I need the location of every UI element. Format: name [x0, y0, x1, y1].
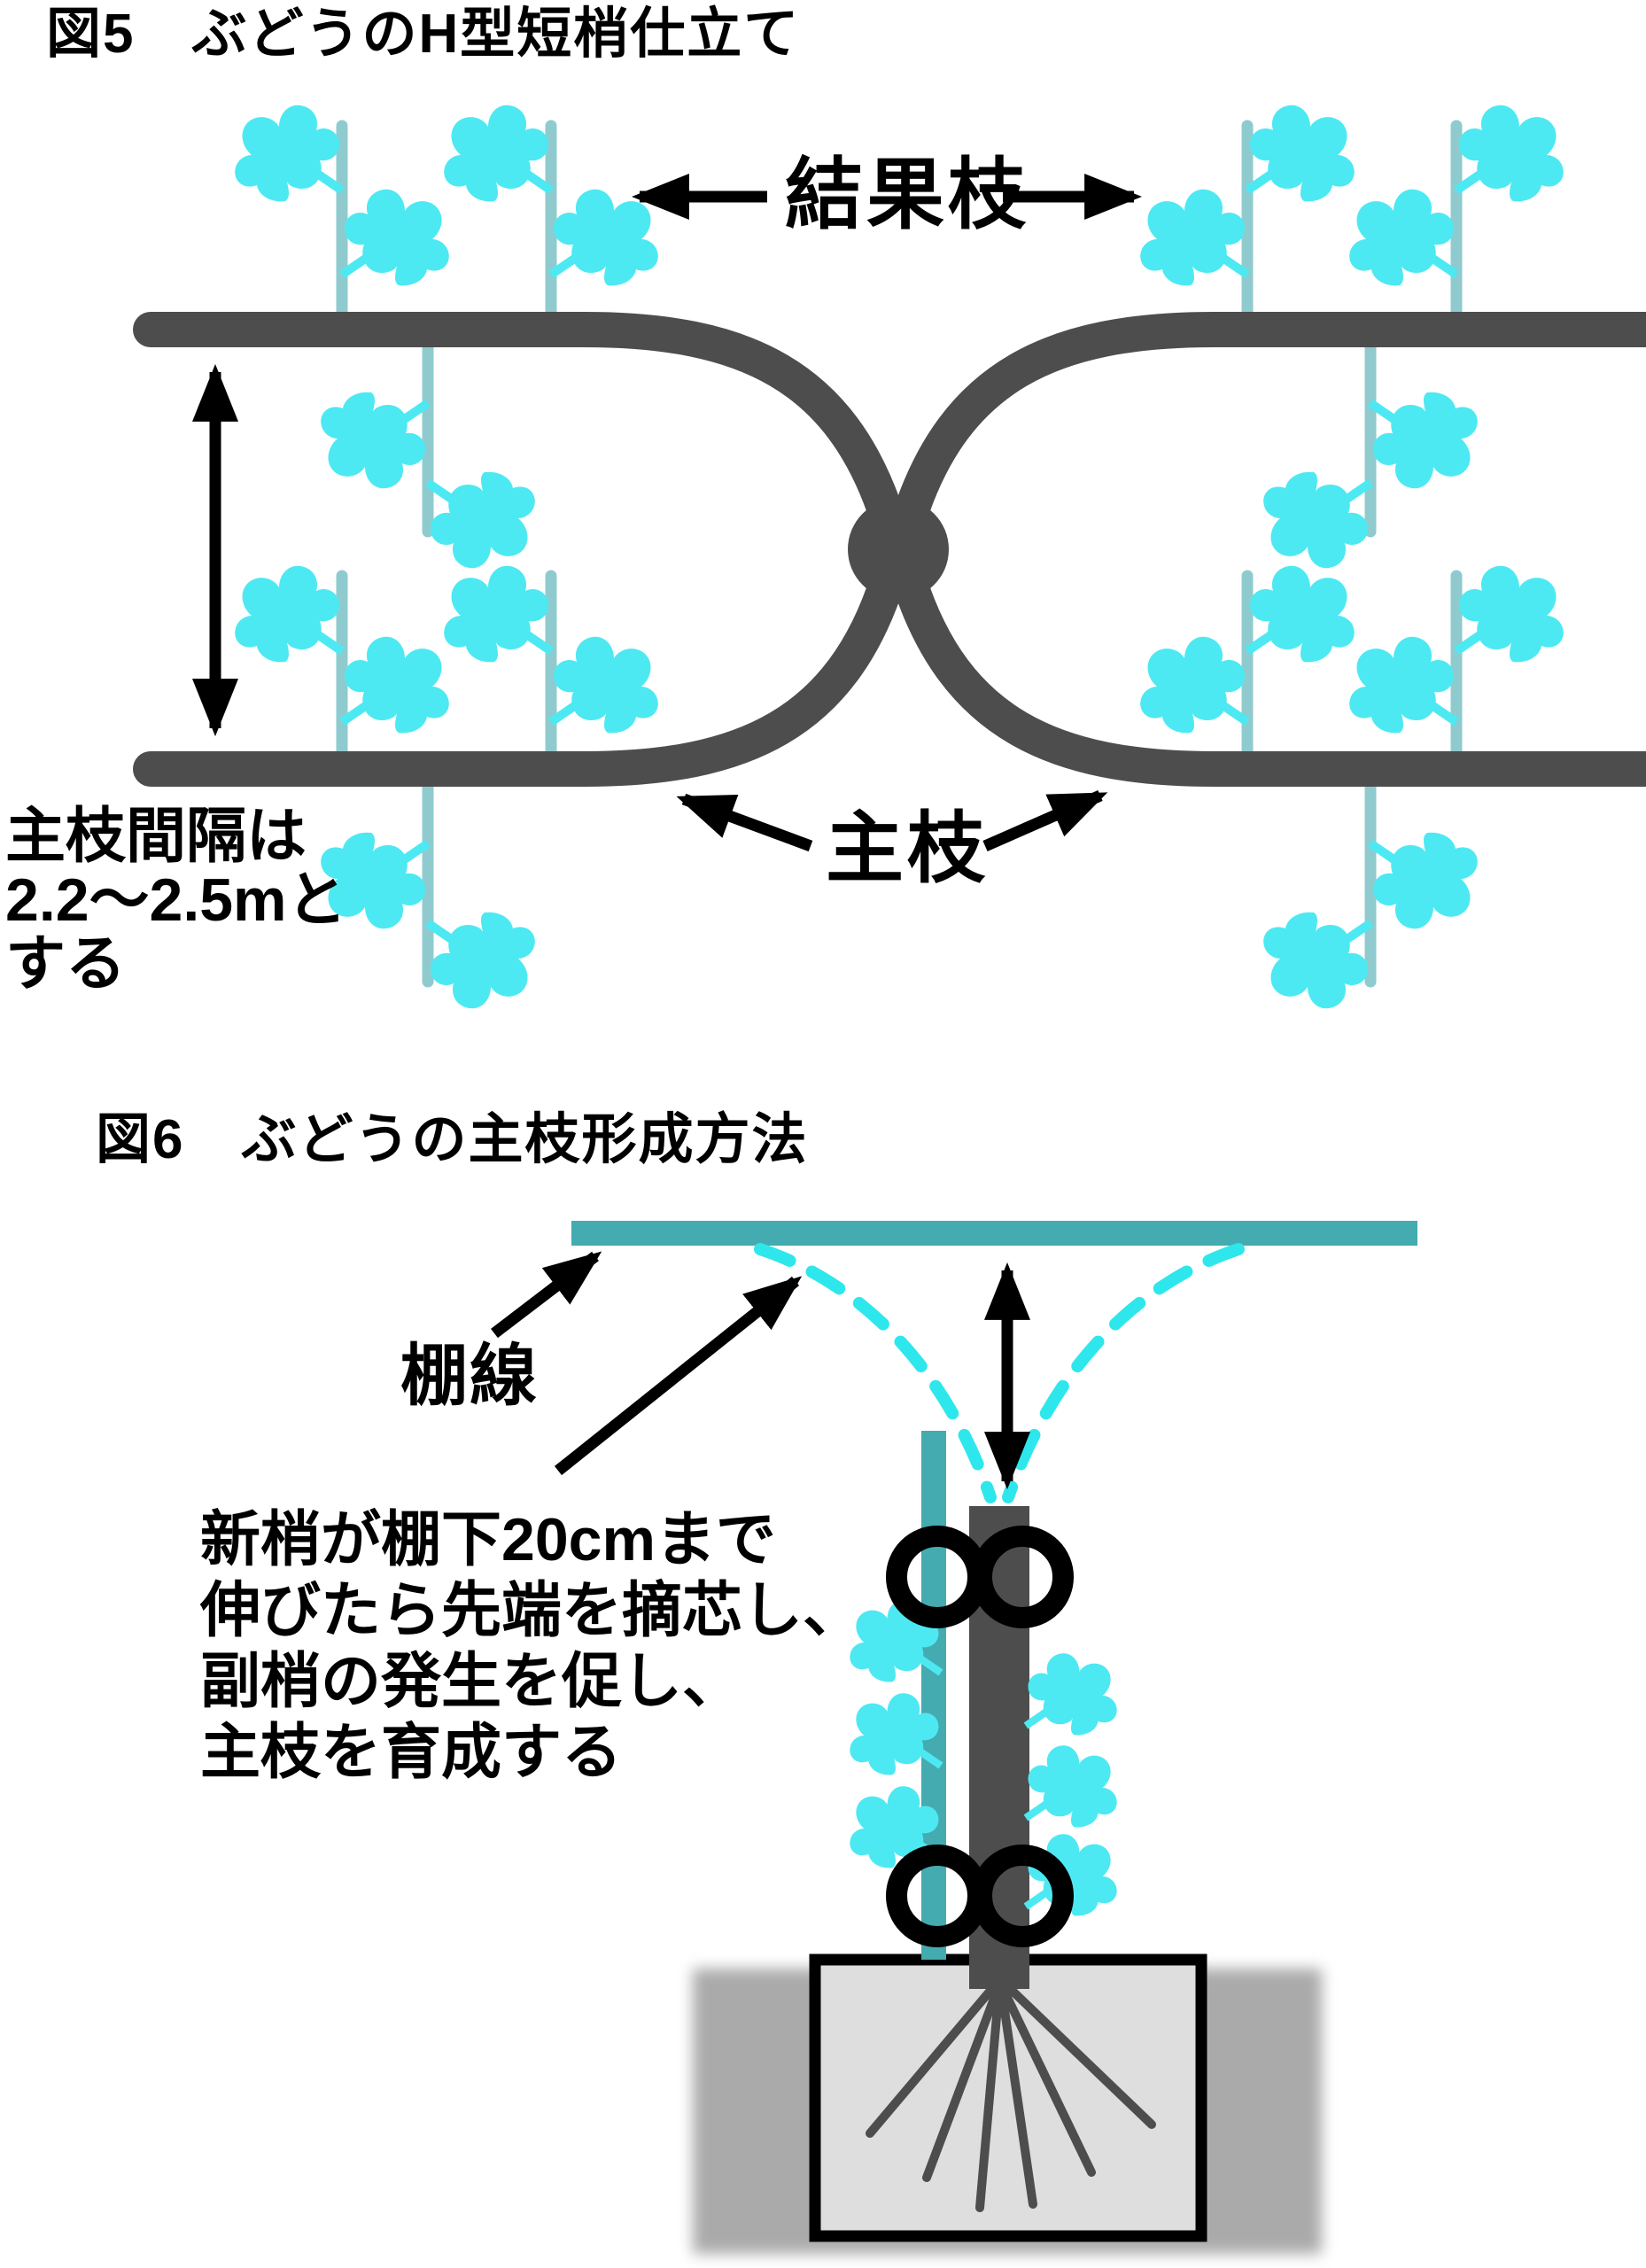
main-branch-top-right	[886, 312, 1646, 549]
fig6-caption-line: 主枝を育成する	[200, 1719, 623, 1786]
fruiting-shoot	[235, 105, 449, 334]
fruiting-shoot	[1349, 105, 1564, 334]
fruiting-cane-label: 結果枝	[785, 151, 1030, 238]
fig6-caption: 新梢が棚下20cmまで 伸びたら先端を摘芯し、 副梢の発生を促し、 主枝を育成す…	[200, 1504, 863, 1788]
fruiting-shoot	[235, 566, 449, 773]
fig6-caption-line: 副梢の発生を促し、	[200, 1648, 743, 1715]
support-stake	[921, 1431, 946, 1960]
fruiting-shoot	[1349, 566, 1564, 773]
fig6-caption-line: 伸びたら先端を摘芯し、	[200, 1577, 864, 1644]
shoot-note-arrow	[554, 1276, 803, 1476]
fig5-caption-line: 主枝間隔は	[5, 803, 307, 870]
roots	[866, 1976, 1156, 2212]
figure-eight-tie	[886, 1845, 1074, 1947]
main-branch-label: 主枝	[826, 804, 990, 892]
trellis-wire-label: 棚線	[400, 1339, 539, 1414]
fruiting-shoot	[1140, 566, 1355, 773]
fig5-title: 図5 ぶどうのH型短梢仕立て	[46, 4, 801, 65]
fruiting-shoot	[1263, 341, 1478, 568]
fig5-caption-line: 2.2〜2.5mと	[5, 866, 347, 934]
trellis-wire-arrow	[491, 1251, 602, 1339]
fig6-title: 図6 ぶどうの主枝形成方法	[96, 1109, 809, 1170]
fruiting-shoot	[444, 566, 658, 773]
fig6-diagram	[491, 1221, 1417, 2254]
fig5-diagram	[133, 105, 1646, 1008]
trellis-wire	[571, 1221, 1417, 1246]
fig5-caption: 主枝間隔は 2.2〜2.5mと する	[5, 804, 347, 996]
pinched-shoot-dashed-right	[1002, 1243, 1245, 1503]
main-branch-arrow-right	[982, 790, 1108, 851]
fruiting-shoot	[321, 341, 535, 568]
trunk-node	[848, 499, 949, 600]
fruiting-shoot	[321, 781, 535, 1008]
figure-eight-tie	[886, 1526, 1074, 1628]
fig5-caption-line: する	[5, 930, 127, 998]
main-branch-arrow-left	[676, 793, 813, 852]
main-branch-bottom-right	[886, 549, 1646, 787]
main-branch-bottom-left	[133, 549, 911, 787]
fruiting-shoot	[444, 105, 658, 334]
fruiting-shoot	[1263, 781, 1478, 1008]
fig6-caption-line: 新梢が棚下20cmまで	[200, 1506, 776, 1573]
fruiting-shoot	[1140, 105, 1355, 334]
main-branch-top-left	[133, 312, 911, 549]
pinched-shoot-dashed-left	[754, 1243, 997, 1503]
